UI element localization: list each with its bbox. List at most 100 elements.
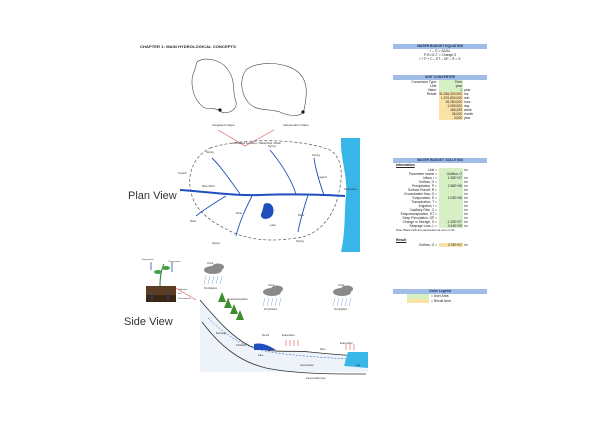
plan-label-13: Sea/Coast — [344, 187, 357, 191]
converter-row-type: Conversion Type: Time — [393, 80, 487, 84]
solution-row: Evapotranspiration, ET = m³ — [393, 212, 487, 216]
plant-label-2: Evaporation — [142, 258, 154, 261]
side-label-12: Lake — [258, 354, 264, 357]
result-heading: Result — [396, 238, 407, 242]
plan-label-5: Spring — [296, 239, 304, 243]
plant-labels-group: Transpiration Evaporation Infiltration S… — [142, 258, 191, 300]
water-budget-title: WATER BUDGET EQUATION — [393, 44, 487, 49]
plan-label-3: Spring — [312, 153, 320, 157]
plan-label-8: River — [236, 211, 242, 215]
converter-result-unit: day — [464, 104, 470, 108]
side-label-16: Impermeable layer — [306, 377, 326, 380]
solution-row: Surface Runoff, R =m³ — [393, 188, 487, 192]
solution-row-input[interactable]: 1.95E+07 — [439, 176, 463, 180]
tributary-north-2 — [269, 149, 297, 195]
converter-result-value: 36,000 — [439, 112, 463, 116]
solution-row-unit: m³ — [464, 192, 468, 196]
plan-label-10: Lake — [270, 223, 276, 227]
side-labels-group: Cloud Precipitation Cloud Precipitation … — [204, 262, 361, 380]
side-lake — [254, 343, 276, 350]
terrain-surface — [200, 300, 368, 372]
integrated-watershed-shape — [191, 58, 237, 114]
plant-pointer — [175, 287, 197, 301]
plan-labels-group: Connected boundary / Watershed / Basin S… — [178, 141, 357, 245]
converter-result-unit: week — [464, 108, 472, 112]
solution-row-label: Precipitation, P = — [412, 184, 437, 188]
plant-label-4: Soil — [178, 293, 182, 295]
solution-row-unit: m³ — [464, 196, 468, 200]
tributary-north-1 — [211, 157, 241, 195]
independent-watershed-shape — [241, 63, 307, 116]
side-label-11: Infiltration — [236, 344, 247, 347]
plant-inset — [146, 262, 176, 302]
side-sea — [344, 352, 368, 368]
solution-row-label: Seepage Loss, L = — [409, 224, 437, 228]
converter-row-value: Value: 1 year — [393, 88, 487, 92]
solution-row-input[interactable] — [439, 200, 463, 204]
solution-row-input[interactable]: Outflow, O — [439, 172, 463, 176]
solution-row-input[interactable] — [439, 180, 463, 184]
clouds-group — [204, 263, 353, 296]
solution-title: WATER BUDGET SOLUTION — [393, 158, 487, 163]
solution-row-unit: m³ — [464, 180, 468, 184]
converter-type-select[interactable]: Time — [439, 80, 463, 84]
side-label-15: Sea — [356, 364, 361, 367]
solution-row: Deep Percolation, DP =m³ — [393, 216, 487, 220]
trees-group — [218, 292, 244, 320]
converter-result-unit: ms — [464, 92, 469, 96]
plan-top-label: Connected boundary / Watershed / Basin — [232, 141, 282, 145]
converter-value-input[interactable]: 1 — [439, 88, 463, 92]
basin-boundary — [189, 140, 342, 241]
impermeable-layer — [201, 321, 367, 375]
sea-area — [340, 138, 360, 252]
solution-row-input[interactable]: 2.96E+06 — [439, 184, 463, 188]
plan-label-4: Spring — [212, 241, 220, 245]
solution-row-label: Inflow, I = — [422, 176, 437, 180]
result-area-swatch — [407, 298, 429, 303]
solution-row-input[interactable]: -1.33E+07 — [439, 220, 463, 224]
converter-value-label: Value: — [427, 88, 437, 92]
solution-row-label: Deep Percolation, DP = — [402, 216, 438, 220]
converter-result-value: 3,000 — [439, 116, 463, 120]
user-area-swatch — [407, 294, 429, 299]
side-label-13: Evaporation — [340, 342, 353, 345]
tributary-west — [195, 195, 227, 217]
solution-row-label: Evapotranspiration, ET = — [400, 212, 437, 216]
solution-row-input[interactable] — [439, 212, 463, 216]
solution-result-value: 3.79E+07 — [439, 243, 463, 247]
solution-row-unit: m³ — [464, 212, 468, 216]
plan-label-11: Lagoon — [318, 175, 327, 179]
solution-row-input[interactable] — [439, 192, 463, 196]
solution-result-label: Outflow, O = — [418, 243, 437, 247]
integrated-shape-label: Integrated shape — [212, 123, 235, 127]
solution-row-input[interactable] — [439, 168, 463, 172]
rain-group — [203, 275, 352, 307]
solution-row-input[interactable] — [439, 208, 463, 212]
converter-unit-select[interactable]: year — [439, 84, 463, 88]
converter-value-unit: year — [464, 88, 471, 92]
solution-row-label: Surface Runoff, R = — [408, 188, 437, 192]
solution-row-input[interactable] — [439, 204, 463, 208]
plan-label-12: River — [190, 219, 196, 223]
solution-row-input[interactable] — [439, 216, 463, 220]
solution-row-input[interactable]: 3.44E+05 — [439, 224, 463, 228]
pointer-arrows — [217, 129, 275, 147]
side-label-4: Precipitation — [264, 308, 278, 311]
main-river — [179, 189, 346, 197]
solution-panel: WATER BUDGET SOLUTION Information Unit =… — [393, 158, 487, 247]
solution-row: Groundwater flow, G =m³ — [393, 192, 487, 196]
converter-result-value: 1,576,800,000 — [439, 96, 463, 100]
solution-row-input[interactable]: 1.03E+06 — [439, 196, 463, 200]
solution-row-input[interactable] — [439, 188, 463, 192]
side-label-10: Recharge — [216, 332, 227, 335]
solution-row-unit: m³ — [464, 176, 468, 180]
converter-result-unit: month — [464, 112, 474, 116]
solution-row: Transpiration, T =m³ — [393, 200, 487, 204]
converter-result-value: 31,536,000,000 — [439, 92, 463, 96]
water-budget-panel: WATER BUDGET EQUATION I – O = ΔS/Δt P-R-… — [393, 44, 487, 61]
